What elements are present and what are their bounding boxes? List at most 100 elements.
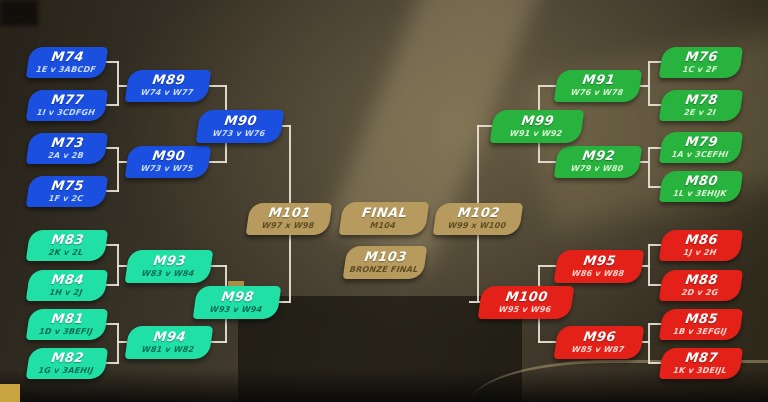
match-teams: 1E v 3ABCDF bbox=[35, 64, 97, 74]
match-teams: 1G v 3AEHIJ bbox=[37, 365, 95, 375]
match-teams: 1J v 2H bbox=[682, 247, 718, 257]
connector bbox=[209, 161, 227, 163]
connector bbox=[649, 323, 662, 325]
match-m75: M75 1F v 2C bbox=[25, 176, 109, 207]
match-teams: M104 bbox=[369, 220, 397, 230]
match-teams: 1K v 3DEIJL bbox=[672, 365, 728, 375]
connector bbox=[649, 61, 662, 63]
match-title: M98 bbox=[220, 289, 256, 305]
connector bbox=[117, 147, 119, 192]
match-title: M102 bbox=[456, 206, 501, 222]
match-teams: 1L v 3EHIJK bbox=[672, 188, 728, 198]
connector bbox=[117, 341, 127, 343]
connector bbox=[477, 235, 479, 303]
match-title: M83 bbox=[50, 232, 86, 248]
match-teams: 1I v 3CDFGH bbox=[36, 107, 96, 117]
match-title: FINAL bbox=[360, 205, 409, 221]
match-title: M73 bbox=[50, 135, 86, 151]
match-title: M99 bbox=[520, 113, 556, 129]
match-m91: M91 W76 v W78 bbox=[553, 70, 643, 102]
connector bbox=[117, 161, 127, 163]
match-title: M90 bbox=[223, 113, 259, 129]
match-m89: M89 W74 v W77 bbox=[124, 70, 212, 102]
match-teams: 1H v 2J bbox=[48, 287, 84, 297]
connector bbox=[279, 301, 290, 303]
connector bbox=[117, 323, 119, 364]
connector bbox=[117, 61, 119, 106]
connector bbox=[538, 85, 556, 87]
connector bbox=[649, 244, 662, 246]
connector bbox=[106, 323, 119, 325]
match-m80: M80 1L v 3EHIJK bbox=[658, 171, 744, 202]
connector bbox=[642, 265, 650, 267]
match-title: M74 bbox=[50, 49, 86, 65]
connector bbox=[642, 341, 650, 343]
match-m101: M101 W97 x W98 bbox=[245, 203, 333, 235]
match-m79: M79 1A v 3CEFHI bbox=[658, 132, 744, 163]
match-teams: W73 v W75 bbox=[140, 164, 194, 174]
match-teams: W83 v W84 bbox=[141, 268, 195, 278]
match-teams: 1F v 2C bbox=[48, 193, 85, 203]
connector bbox=[117, 265, 127, 267]
match-title: M75 bbox=[50, 178, 86, 194]
match-title: M88 bbox=[684, 272, 720, 288]
match-m88: M88 2D v 2G bbox=[658, 270, 744, 301]
connector bbox=[117, 85, 127, 87]
match-teams: BRONZE FINAL bbox=[349, 264, 419, 274]
match-title: M91 bbox=[581, 73, 617, 89]
connector bbox=[106, 190, 119, 192]
connector bbox=[648, 147, 650, 188]
connector bbox=[640, 85, 649, 87]
match-title: M76 bbox=[684, 49, 720, 65]
match-teams: W97 x W98 bbox=[261, 221, 315, 231]
connector bbox=[648, 61, 650, 106]
match-title: M81 bbox=[50, 311, 86, 327]
match-teams: 2K v 2L bbox=[48, 247, 84, 257]
match-title: M96 bbox=[582, 329, 618, 345]
match-teams: W95 v W96 bbox=[498, 304, 552, 314]
match-m99: M99 W91 v W92 bbox=[489, 110, 585, 143]
connector bbox=[289, 125, 291, 205]
match-teams: W93 v W94 bbox=[209, 304, 263, 314]
connector bbox=[289, 235, 291, 303]
match-title: M90 bbox=[151, 149, 187, 165]
match-m77: M77 1I v 3CDFGH bbox=[25, 90, 109, 121]
match-teams: W73 v W76 bbox=[212, 128, 266, 138]
connector bbox=[538, 341, 556, 343]
match-title: M77 bbox=[50, 92, 86, 108]
match-title: M87 bbox=[684, 350, 720, 366]
match-m76: M76 1C v 2F bbox=[658, 47, 744, 78]
match-teams: 1D v 3BEFIJ bbox=[38, 326, 94, 336]
match-title: M95 bbox=[582, 253, 618, 269]
match-m73: M73 2A v 2B bbox=[25, 133, 109, 164]
match-teams: W85 v W87 bbox=[571, 344, 625, 354]
match-teams: 1C v 2F bbox=[682, 64, 719, 74]
connector bbox=[211, 341, 227, 343]
connector bbox=[106, 61, 119, 63]
connector bbox=[469, 301, 482, 303]
match-m96: M96 W85 v W87 bbox=[553, 326, 645, 359]
connector bbox=[477, 125, 479, 205]
connector bbox=[209, 85, 227, 87]
match-m102: M102 W99 x W100 bbox=[432, 203, 524, 235]
match-m78: M78 2E v 2I bbox=[658, 90, 744, 121]
match-title: M86 bbox=[684, 232, 720, 248]
connector bbox=[640, 161, 649, 163]
match-m87: M87 1K v 3DEIJL bbox=[658, 348, 744, 379]
match-teams: W76 v W78 bbox=[570, 88, 624, 98]
connector bbox=[106, 104, 119, 106]
match-title: M80 bbox=[684, 173, 720, 189]
background-gold-patch bbox=[0, 384, 20, 402]
match-title: M84 bbox=[50, 272, 86, 288]
match-m103-bronze-final: M103 BRONZE FINAL bbox=[342, 246, 428, 279]
connector bbox=[106, 147, 119, 149]
match-teams: W86 v W88 bbox=[571, 268, 625, 278]
match-title: M101 bbox=[267, 206, 312, 222]
connector bbox=[649, 284, 662, 286]
connector bbox=[649, 104, 662, 106]
match-m82: M82 1G v 3AEHIJ bbox=[25, 348, 109, 379]
connector bbox=[538, 161, 556, 163]
match-title: M100 bbox=[504, 289, 549, 305]
connector bbox=[538, 265, 556, 267]
